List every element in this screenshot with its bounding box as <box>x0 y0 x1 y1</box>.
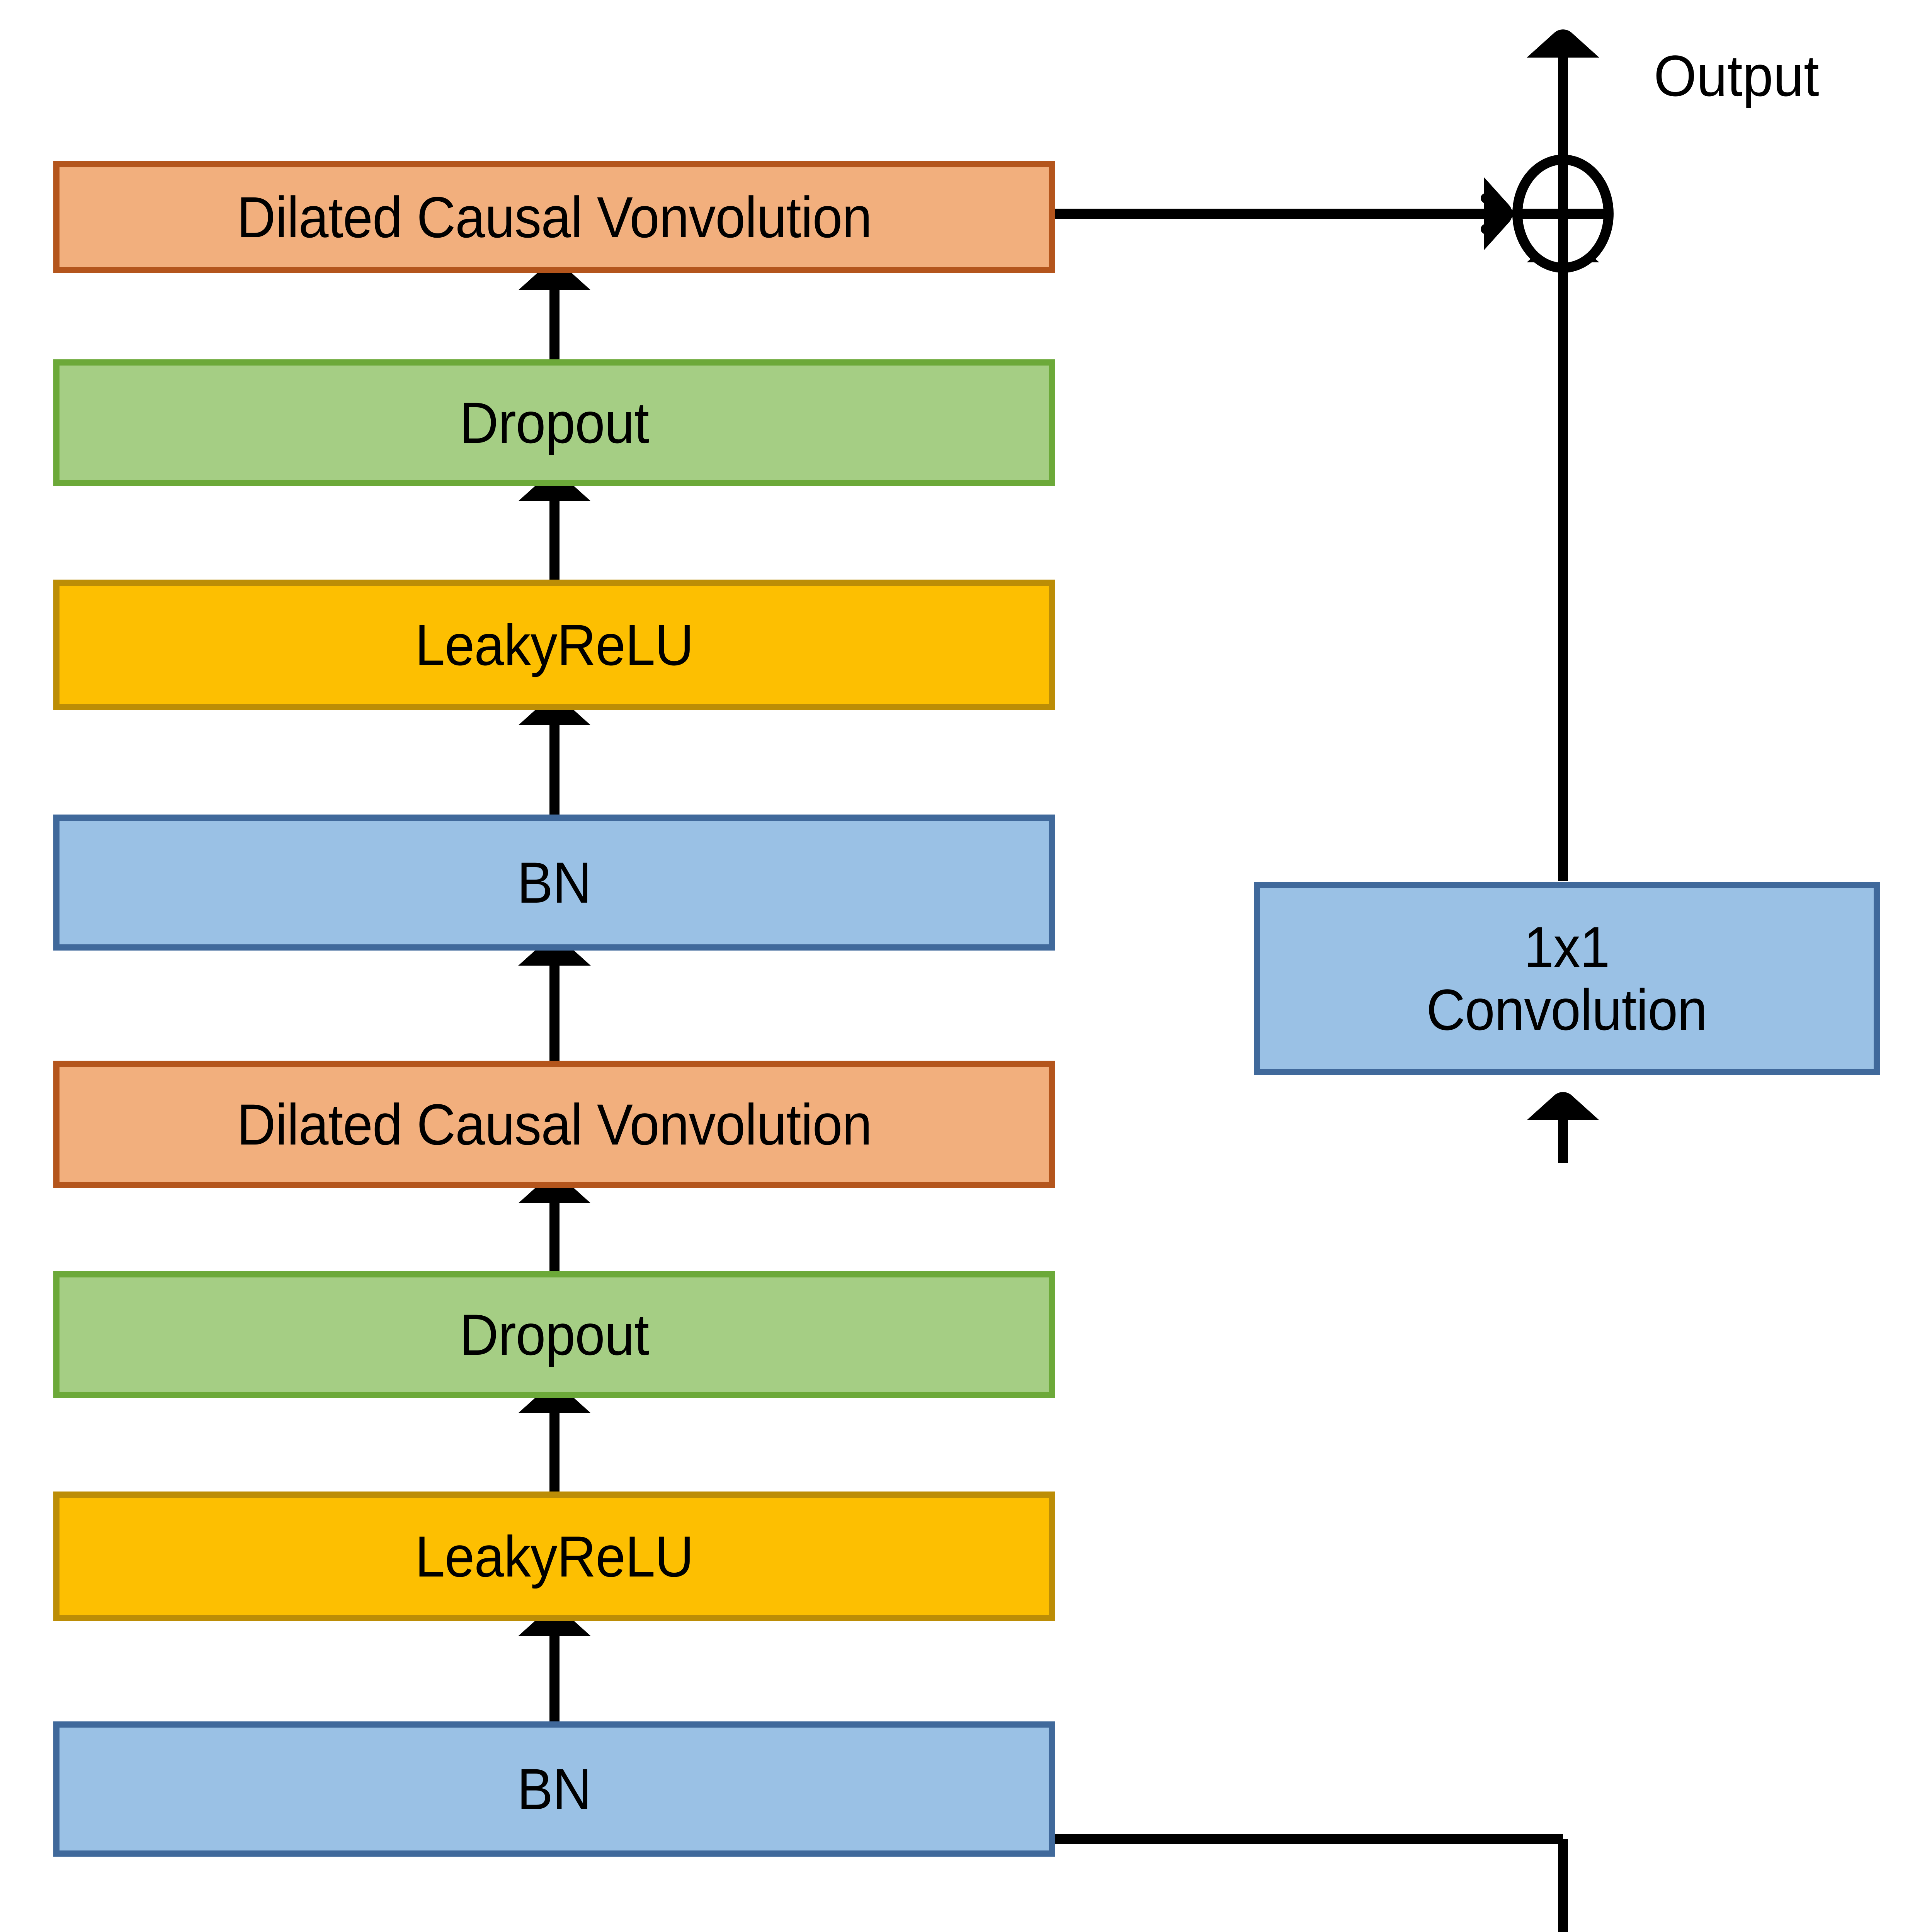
arrowhead-into-adder <box>1481 193 1514 234</box>
node-leakyrelu-2[interactable]: LeakyReLU <box>53 580 1055 710</box>
node-label: Dropout <box>459 390 649 455</box>
node-label: LeakyReLU <box>415 1524 694 1589</box>
node-label: Dropout <box>459 1302 649 1367</box>
node-label: LeakyReLU <box>415 612 694 677</box>
node-leakyrelu-1[interactable]: LeakyReLU <box>53 1492 1055 1621</box>
node-dropout-1[interactable]: Dropout <box>53 1271 1055 1398</box>
output-label: Output <box>1654 43 1819 108</box>
node-1x1-convolution[interactable]: 1x1 Convolution <box>1254 882 1880 1075</box>
node-label: BN <box>517 1757 592 1821</box>
add-operator-node <box>1512 155 1614 273</box>
node-label: 1x1 Convolution <box>1426 915 1708 1042</box>
node-bn-1[interactable]: BN <box>53 1721 1055 1857</box>
node-dropout-2[interactable]: Dropout <box>53 359 1055 486</box>
node-label: Dilated Causal Vonvolution <box>236 1092 872 1157</box>
node-dilated-causal-convolution-2[interactable]: Dilated Causal Vonvolution <box>53 161 1055 273</box>
node-bn-2[interactable]: BN <box>53 815 1055 951</box>
node-label: Dilated Causal Vonvolution <box>236 185 872 250</box>
node-label: BN <box>517 850 592 915</box>
node-dilated-causal-convolution-1[interactable]: Dilated Causal Vonvolution <box>53 1061 1055 1188</box>
